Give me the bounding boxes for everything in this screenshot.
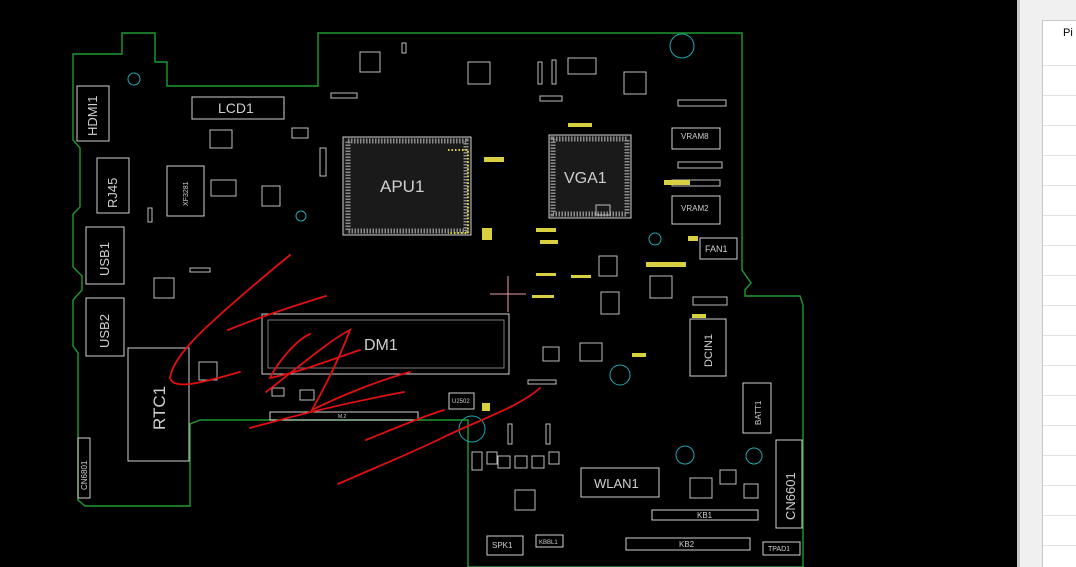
apu-chip[interactable] xyxy=(342,136,472,236)
apu-highlight-pads xyxy=(448,149,469,234)
cn6601-connector[interactable] xyxy=(775,439,803,529)
lcd-label: LCD1 xyxy=(218,100,254,116)
table-row xyxy=(1043,215,1076,216)
kb1-connector[interactable] xyxy=(651,509,759,521)
xf3281-label: XF3281 xyxy=(183,181,190,206)
table-row xyxy=(1043,545,1076,546)
table-row xyxy=(1043,395,1076,396)
vram2-label: VRAM2 xyxy=(681,204,709,213)
dm-slot-inner xyxy=(267,319,505,369)
mount-hole xyxy=(295,210,307,222)
board-canvas[interactable]: HDMI1 RJ45 USB1 USB2 RTC1 CN6801 LCD1 XF… xyxy=(0,0,1017,567)
batt-connector[interactable] xyxy=(742,382,772,434)
m2-connector[interactable] xyxy=(269,411,419,421)
mount-hole xyxy=(609,364,631,386)
hdmi-label: HDMI1 xyxy=(85,96,100,136)
kb2-connector[interactable] xyxy=(625,537,751,551)
cn6801-label: CN6801 xyxy=(80,460,89,490)
table-row xyxy=(1043,485,1076,486)
u2502-chip[interactable] xyxy=(448,392,475,410)
usb2-label: USB2 xyxy=(97,314,112,348)
table-row xyxy=(1043,365,1076,366)
table-row xyxy=(1043,275,1076,276)
xf3281-chip[interactable] xyxy=(166,165,205,217)
mount-hole xyxy=(745,447,763,465)
mount-hole xyxy=(458,415,486,443)
board-viewer[interactable]: HDMI1 RJ45 USB1 USB2 RTC1 CN6801 LCD1 XF… xyxy=(0,0,1017,567)
table-row xyxy=(1043,65,1076,66)
rtc-battery[interactable] xyxy=(127,347,190,462)
cn6801-connector[interactable] xyxy=(77,437,91,499)
vga-label: VGA1 xyxy=(564,170,607,187)
kb2-label: KB2 xyxy=(679,540,695,549)
table-row xyxy=(1043,95,1076,96)
rj45-label: RJ45 xyxy=(105,178,120,208)
lcd-connector[interactable] xyxy=(191,96,285,120)
red-annotation xyxy=(169,254,541,485)
spk-label: SPK1 xyxy=(492,541,513,550)
table-row xyxy=(1043,155,1076,156)
apu-ball-grid xyxy=(345,138,469,234)
pin-column-header[interactable]: Pi xyxy=(1063,27,1073,39)
usb1-label: USB1 xyxy=(97,242,112,276)
board-outline xyxy=(72,32,804,567)
spk-connector[interactable] xyxy=(486,535,524,556)
kbbl-connector[interactable] xyxy=(535,534,564,548)
panel-divider[interactable] xyxy=(1017,0,1020,567)
table-row xyxy=(1043,335,1076,336)
tpad-connector[interactable] xyxy=(762,541,801,556)
apu-label: APU1 xyxy=(380,177,424,196)
vram8-chip[interactable] xyxy=(671,127,721,150)
cn6601-label: CN6601 xyxy=(783,472,798,520)
vram2-chip[interactable] xyxy=(671,195,721,225)
m2-label: M.2 xyxy=(338,414,347,420)
hdmi-connector[interactable] xyxy=(76,85,110,142)
mount-hole xyxy=(127,72,141,86)
cursor-crosshair xyxy=(490,276,526,312)
side-panel: Pi xyxy=(1020,0,1076,567)
mount-hole xyxy=(669,33,695,59)
table-row xyxy=(1043,305,1076,306)
wlan-module[interactable] xyxy=(580,467,660,498)
dm-slot[interactable] xyxy=(261,313,510,375)
u2502-label: U2502 xyxy=(452,399,470,405)
table-row xyxy=(1043,455,1076,456)
wlan-label: WLAN1 xyxy=(594,476,639,491)
usb2-connector[interactable] xyxy=(85,297,125,357)
vram8-label: VRAM8 xyxy=(681,132,709,141)
tpad-label: TPAD1 xyxy=(768,546,790,553)
mount-hole xyxy=(648,232,662,246)
kbbl-label: KBBL1 xyxy=(539,540,558,546)
highlight-pads xyxy=(482,123,706,411)
usb1-connector[interactable] xyxy=(85,226,125,285)
dcin-connector[interactable] xyxy=(689,318,727,377)
dm-label: DM1 xyxy=(364,337,398,354)
fan-connector[interactable] xyxy=(699,237,738,260)
table-row xyxy=(1043,425,1076,426)
kb1-label: KB1 xyxy=(697,511,713,520)
table-row xyxy=(1043,185,1076,186)
table-row xyxy=(1043,515,1076,516)
mount-hole xyxy=(675,445,695,465)
pin-table[interactable]: Pi xyxy=(1042,20,1076,567)
small-components xyxy=(147,42,759,511)
vga-ball-grid xyxy=(550,136,630,217)
rtc-label: RTC1 xyxy=(150,386,169,430)
table-row xyxy=(1043,245,1076,246)
fan-label: FAN1 xyxy=(705,244,728,254)
rj45-connector[interactable] xyxy=(96,157,130,214)
batt-label: BATT1 xyxy=(754,400,763,425)
table-row xyxy=(1043,125,1076,126)
vga-chip[interactable] xyxy=(548,134,632,219)
dcin-label: DCIN1 xyxy=(703,334,715,367)
